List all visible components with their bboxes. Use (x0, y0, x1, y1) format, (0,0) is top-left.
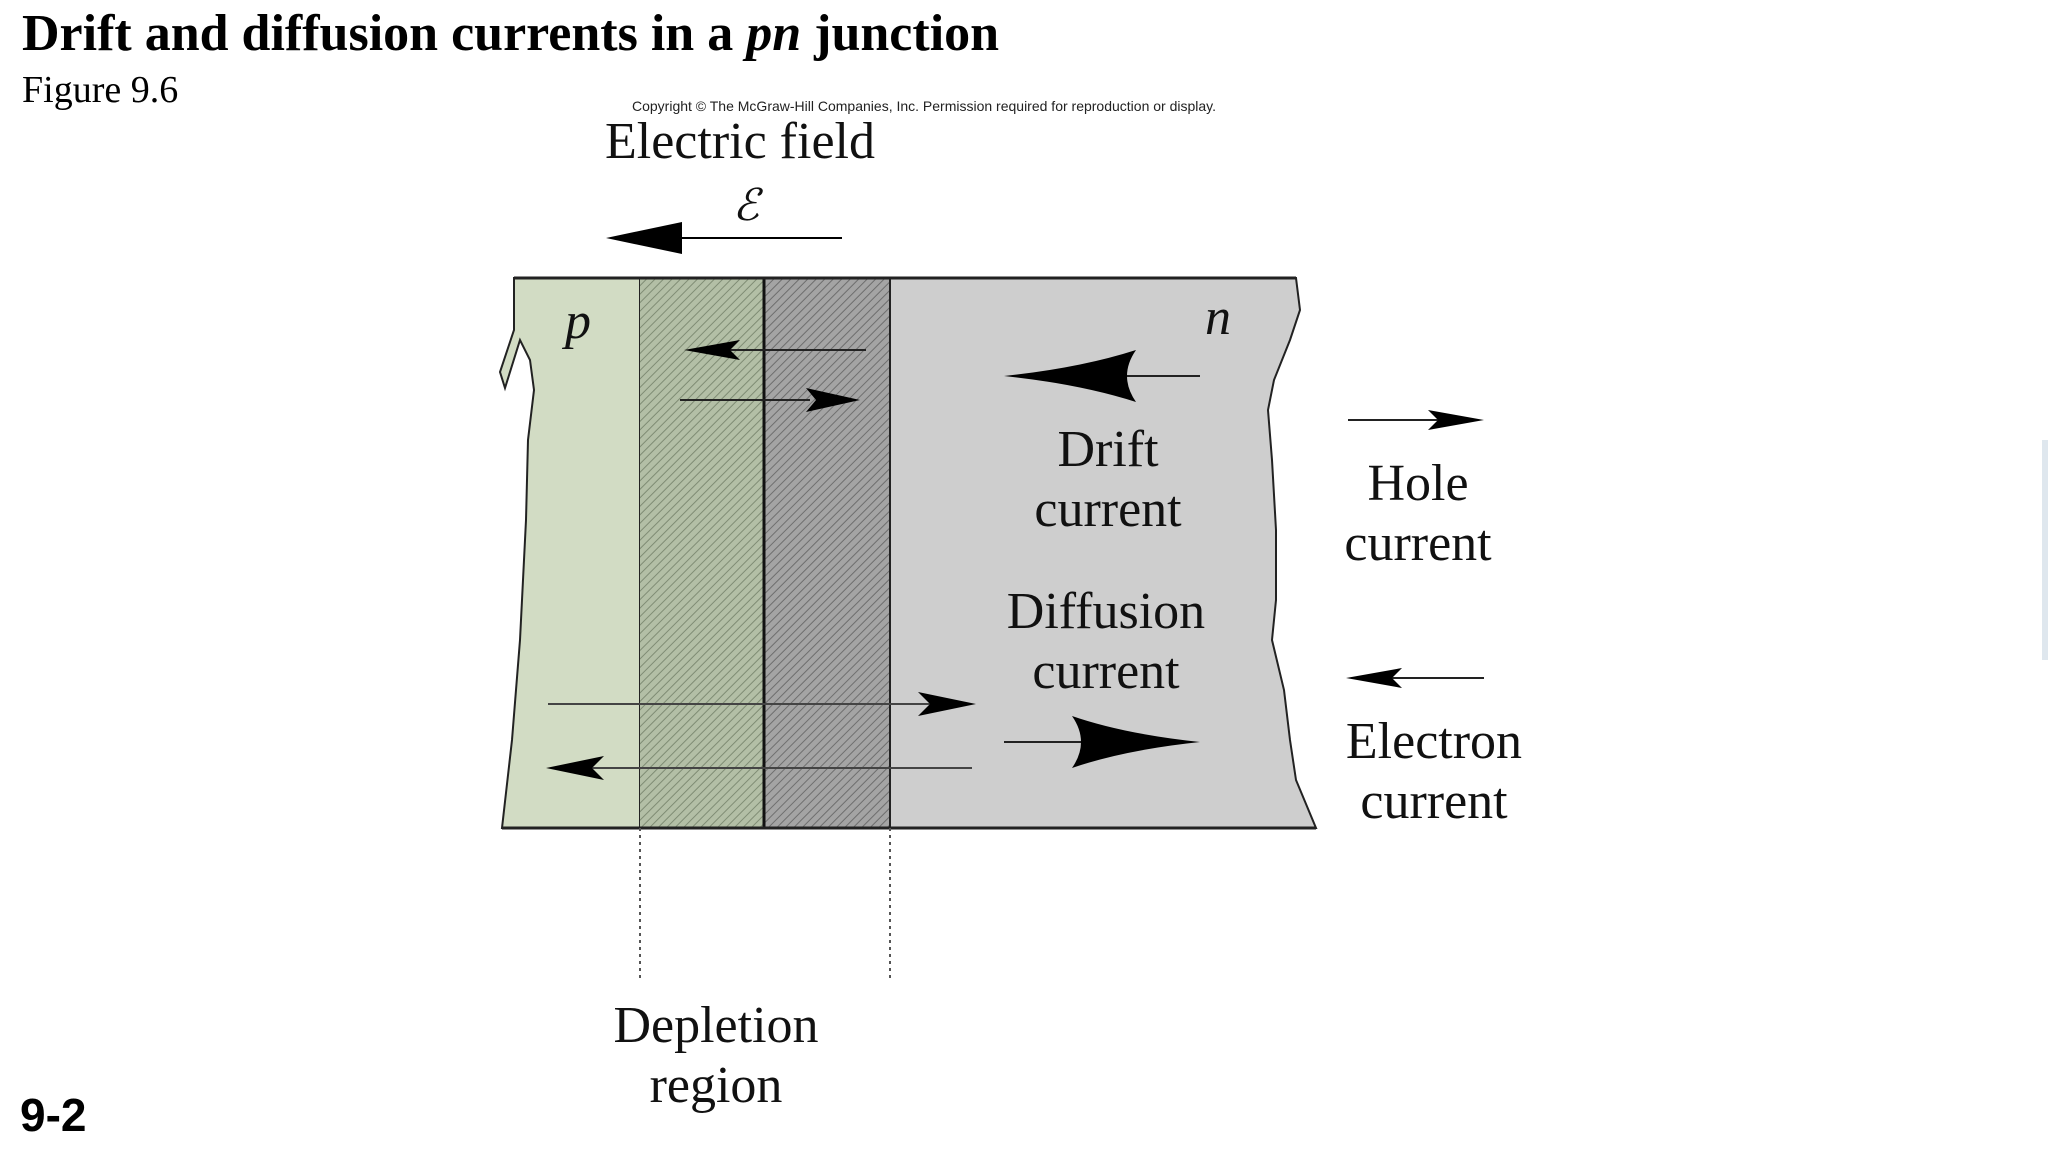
depletion-label-line2: region (650, 1057, 783, 1114)
electron-label-line1: Electron (1346, 713, 1522, 770)
n-depletion-region (764, 278, 890, 828)
hole-label-line2: current (1344, 515, 1492, 572)
n-type-label: n (1205, 289, 1231, 346)
drift-current-arrow (1004, 350, 1200, 402)
copyright-notice: Copyright © The McGraw-Hill Companies, I… (632, 98, 1217, 114)
hole-label-line1: Hole (1367, 455, 1468, 512)
electric-field-symbol: ℰ (733, 181, 764, 230)
diffusion-label-line2: current (1032, 643, 1180, 700)
slide-edge-decoration (2042, 440, 2048, 660)
p-depletion-region (640, 278, 764, 828)
electron-label-line2: current (1360, 773, 1508, 830)
hole-current-arrow (1348, 410, 1484, 430)
figure-number: Figure 9.6 (22, 69, 179, 111)
diffusion-arrow-right-long (548, 692, 976, 716)
electric-field-label: Electric field (605, 113, 875, 170)
electron-current-arrow (1346, 668, 1484, 688)
depletion-drift-arrow-right (680, 388, 860, 412)
p-region (498, 277, 641, 829)
slide-title: Drift and diffusion currents in a pn jun… (22, 4, 999, 63)
slide-number: 9-2 (20, 1089, 87, 1141)
electric-field-arrow (606, 222, 842, 254)
title-pn: pn (746, 5, 802, 62)
diffusion-label-line1: Diffusion (1007, 583, 1205, 640)
title-prefix: Drift and diffusion currents in a (22, 5, 734, 62)
n-region (889, 277, 1318, 829)
diffusion-current-arrow (1004, 716, 1200, 768)
title-suffix: junction (814, 5, 1000, 62)
depletion-label-line1: Depletion (613, 997, 818, 1054)
drift-label-line1: Drift (1057, 421, 1159, 478)
depletion-drift-arrow-left (684, 340, 866, 360)
diffusion-arrow-left-long (546, 756, 972, 780)
drift-label-line2: current (1034, 481, 1182, 538)
p-type-label: p (561, 293, 591, 350)
